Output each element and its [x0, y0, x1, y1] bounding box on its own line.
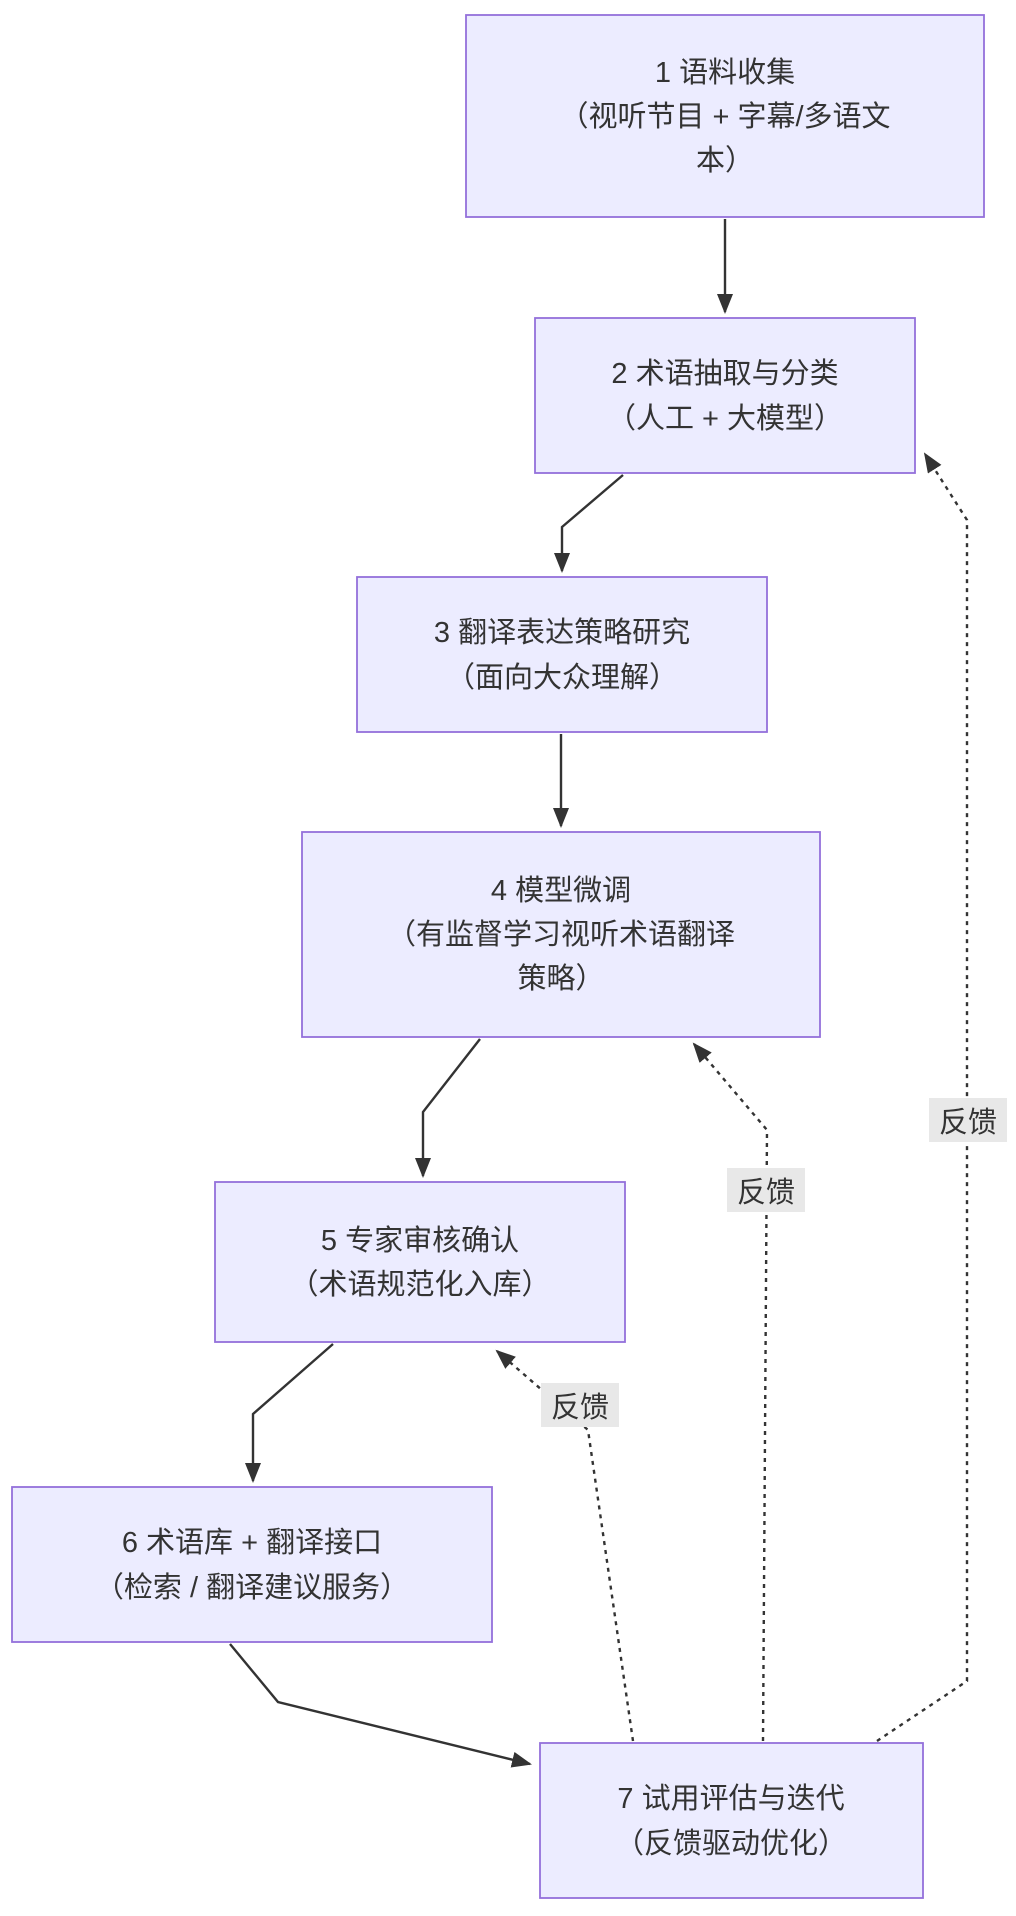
- node-step2-line-1: 2 术语抽取与分类: [611, 357, 838, 390]
- edge-step6-step7: [229, 1643, 532, 1768]
- node-step1-line-1: 1 语料收集: [655, 56, 795, 89]
- node-step5-box: [214, 1181, 626, 1343]
- node-step4-box: [301, 831, 821, 1038]
- edge-label-feedback-step7-step5: 反馈: [541, 1383, 619, 1427]
- edge-label-bg: [929, 1098, 1007, 1142]
- edge-label-text: 反馈: [737, 1176, 795, 1209]
- node-step4: 4 模型微调 （有监督学习视听术语翻译 策略）: [301, 831, 821, 1038]
- node-step6-line-2: （检索 / 翻译建议服务）: [95, 1571, 409, 1604]
- node-step7: 7 试用评估与迭代 （反馈驱动优化）: [539, 1742, 924, 1899]
- node-step5-line-2: （术语规范化入库）: [289, 1268, 550, 1301]
- edge-feedback-step7-step4: [692, 1042, 769, 1742]
- node-step2: 2 术语抽取与分类 （人工 + 大模型）: [534, 317, 916, 474]
- edge-step4-step5: [415, 1038, 481, 1178]
- node-step6: 6 术语库 + 翻译接口 （检索 / 翻译建议服务）: [11, 1486, 493, 1643]
- node-step2-line-2: （人工 + 大模型）: [607, 402, 843, 435]
- node-step6-box: [11, 1486, 493, 1643]
- node-step5-line-1: 5 专家审核确认: [321, 1224, 519, 1257]
- node-step4-line-3: 策略）: [517, 962, 604, 995]
- edge-step2-step3: [554, 474, 624, 573]
- node-step7-line-1: 7 试用评估与迭代: [617, 1782, 844, 1815]
- node-step1-line-3: 本）: [696, 144, 754, 177]
- edge-feedback-step7-step2: [876, 452, 969, 1742]
- node-step4-line-1: 4 模型微调: [491, 874, 631, 907]
- node-step7-box: [539, 1742, 924, 1899]
- edge-label-text: 反馈: [939, 1106, 997, 1139]
- edge-label-bg: [541, 1383, 619, 1427]
- node-step7-line-2: （反馈驱动优化）: [615, 1827, 847, 1860]
- edge-label-bg: [727, 1168, 805, 1212]
- node-step3-box: [356, 576, 768, 733]
- edge-label-feedback-step7-step2: 反馈: [929, 1098, 1007, 1142]
- edge-step5-step6: [245, 1343, 334, 1483]
- node-step1-line-2: （视听节目 + 字幕/多语文: [559, 100, 890, 133]
- node-step3: 3 翻译表达策略研究 （面向大众理解）: [356, 576, 768, 733]
- edge-label-feedback-step7-step4: 反馈: [727, 1168, 805, 1212]
- node-step5: 5 专家审核确认 （术语规范化入库）: [214, 1181, 626, 1343]
- node-step3-line-2: （面向大众理解）: [446, 661, 678, 694]
- node-step3-line-1: 3 翻译表达策略研究: [434, 616, 690, 649]
- edge-label-text: 反馈: [551, 1391, 609, 1424]
- node-step2-box: [534, 317, 916, 474]
- node-step1: 1 语料收集 （视听节目 + 字幕/多语文 本）: [465, 14, 985, 218]
- node-step6-line-1: 6 术语库 + 翻译接口: [122, 1526, 382, 1559]
- node-step4-line-2: （有监督学习视听术语翻译: [387, 918, 735, 951]
- node-step1-box: [465, 14, 985, 218]
